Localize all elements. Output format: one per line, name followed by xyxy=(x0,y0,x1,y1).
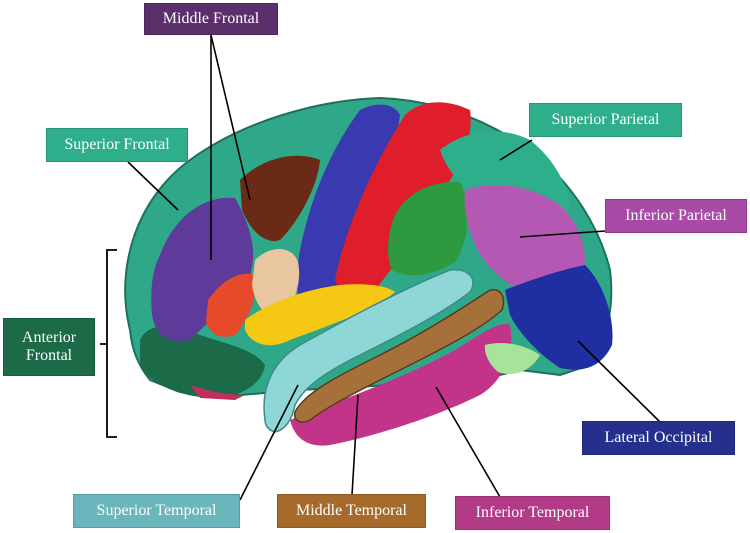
label-superior-parietal: Superior Parietal xyxy=(529,103,682,137)
anterior-frontal-bracket xyxy=(106,249,117,438)
label-anterior-frontal-line1: Anterior xyxy=(21,328,77,346)
label-superior-frontal: Superior Frontal xyxy=(46,128,188,162)
label-inferior-temporal: Inferior Temporal xyxy=(455,496,610,530)
label-middle-frontal: Middle Frontal xyxy=(144,3,278,35)
leader-lateral-occipital xyxy=(577,340,661,423)
label-superior-temporal: Superior Temporal xyxy=(73,494,240,528)
region-anterior-frontal xyxy=(140,326,265,398)
leader-inferior-temporal xyxy=(435,386,501,498)
label-anterior-frontal-line2: Frontal xyxy=(25,347,73,364)
region-insula xyxy=(245,284,395,346)
leader-middle-temporal xyxy=(351,394,359,496)
region-middle-temporal xyxy=(293,289,505,423)
region-supramarginal xyxy=(388,181,468,276)
leader-superior-parietal xyxy=(499,139,533,161)
region-superior-temporal xyxy=(263,269,474,433)
leader-superior-frontal xyxy=(127,161,179,211)
region-temporal-pole-green xyxy=(484,343,540,375)
region-precentral xyxy=(297,104,400,320)
region-caudal-middle-frontal xyxy=(240,155,320,241)
leader-inferior-parietal xyxy=(519,230,606,238)
region-frontal-pole xyxy=(190,385,245,400)
label-anterior-frontal: Anterior Frontal xyxy=(3,318,95,376)
label-middle-temporal: Middle Temporal xyxy=(277,494,426,528)
leader-superior-temporal xyxy=(239,384,299,501)
region-inferior-parietal xyxy=(464,185,585,291)
region-pars-triangularis xyxy=(206,273,256,337)
label-lateral-occipital: Lateral Occipital xyxy=(582,421,735,455)
region-lateral-occipital xyxy=(505,265,613,370)
leader-middle-frontal-a xyxy=(210,34,251,201)
region-inferior-temporal xyxy=(290,324,512,446)
label-inferior-parietal: Inferior Parietal xyxy=(605,199,747,233)
region-middle-frontal xyxy=(151,197,254,342)
region-postcentral xyxy=(335,102,471,297)
